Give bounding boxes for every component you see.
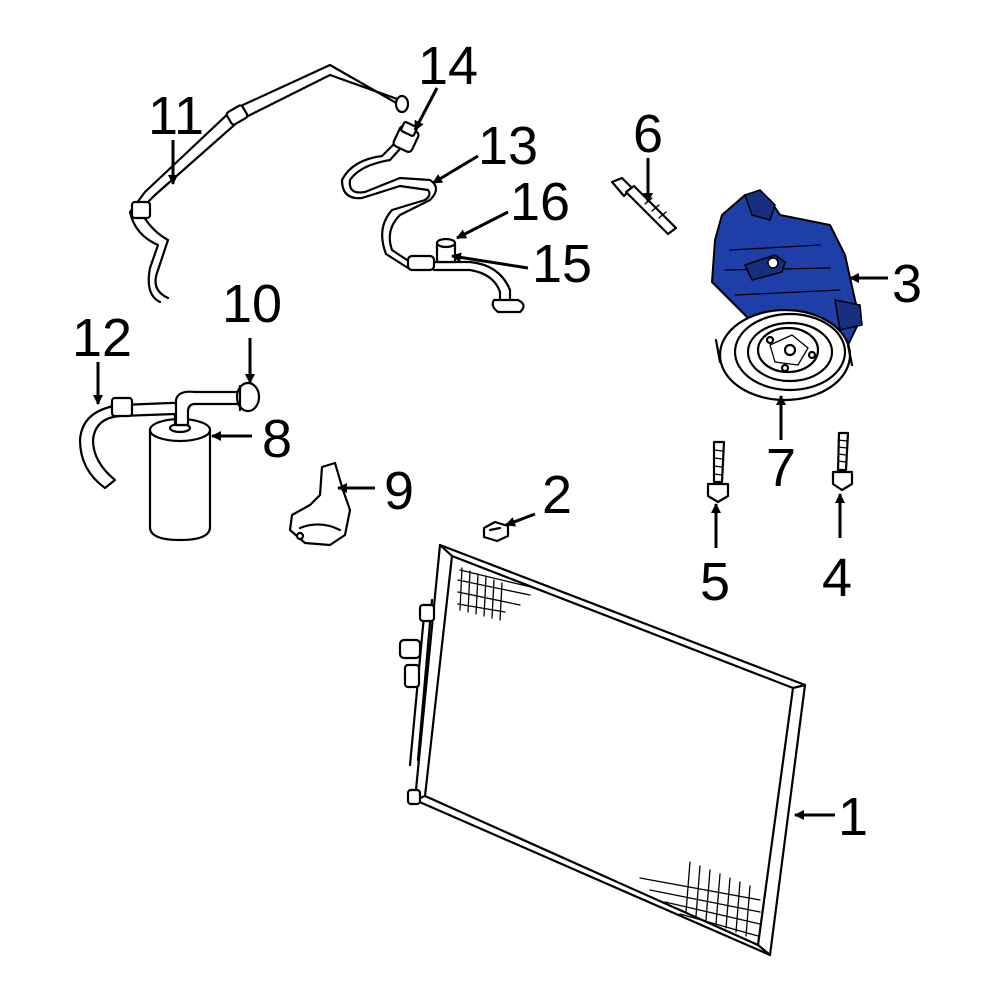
callout-4: 4 [822, 548, 852, 608]
fitting-14[interactable] [400, 121, 418, 137]
callout-9: 9 [384, 461, 414, 521]
bolt-6[interactable] [610, 176, 678, 236]
drier-bracket[interactable] [288, 461, 352, 547]
bolt-4[interactable] [831, 431, 854, 492]
callout-16: 16 [510, 172, 570, 232]
callout-14: 14 [418, 36, 478, 96]
arrow-15 [451, 252, 529, 270]
cap-16[interactable] [435, 237, 457, 264]
callout-6: 6 [633, 104, 663, 164]
callout-2: 2 [542, 465, 572, 525]
compressor[interactable] [711, 189, 863, 402]
condenser[interactable] [398, 543, 807, 957]
bolt-5[interactable] [706, 440, 730, 504]
callout-8: 8 [262, 409, 292, 469]
hose-15[interactable] [406, 254, 525, 314]
leader-arrows [93, 87, 888, 820]
callout-3: 3 [892, 254, 922, 314]
hose-11[interactable] [128, 63, 410, 304]
callout-1: 1 [838, 787, 868, 847]
callout-13: 13 [478, 116, 538, 176]
arrow-2 [505, 512, 536, 527]
arrow-13 [432, 154, 479, 185]
callout-5: 5 [700, 552, 730, 612]
callout-15: 15 [532, 234, 592, 294]
callout-7: 7 [766, 438, 796, 498]
hose-13[interactable] [340, 125, 438, 270]
arrow-14 [413, 87, 439, 131]
callout-labels: 1 2 3 4 5 6 7 8 9 10 11 12 13 14 15 16 [72, 36, 922, 847]
callout-11: 11 [148, 86, 204, 146]
nut[interactable] [482, 520, 510, 543]
arrow-16 [456, 210, 509, 240]
callout-10: 10 [222, 274, 282, 334]
receiver-drier[interactable] [148, 417, 212, 542]
hose-10[interactable] [174, 381, 261, 427]
callout-12: 12 [72, 308, 132, 368]
